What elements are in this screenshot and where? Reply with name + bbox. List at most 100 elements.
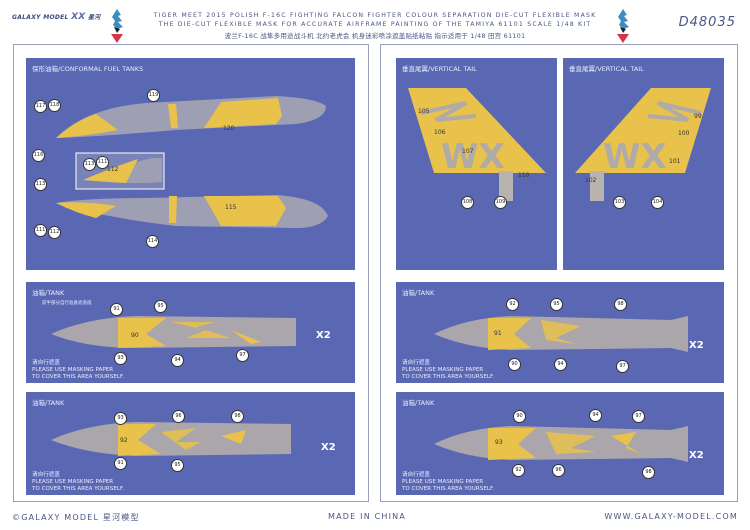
cft-panel: 保形油箱/CONFORMAL FUEL TANKS 120 115 112 11… bbox=[26, 58, 355, 270]
callout-98: 98 bbox=[642, 466, 655, 479]
tank4-drawing bbox=[434, 426, 688, 462]
label-102: 102 bbox=[585, 177, 597, 184]
callout-97: 97 bbox=[616, 360, 629, 373]
tail-right-panel: 垂直尾翼/VERTICAL TAIL WX 99 100 101 102 103… bbox=[563, 58, 724, 270]
tank4-mask-note: 请自行遮盖 PLEASE USE MASKING PAPER TO COVER … bbox=[402, 472, 494, 493]
mask-note-line2: TO COVER THIS AREA YOURSELF. bbox=[32, 486, 125, 492]
callout-113: 113 bbox=[34, 178, 47, 191]
callout-96: 96 bbox=[172, 410, 185, 423]
cft-drawing bbox=[56, 96, 328, 228]
callout-112: 112 bbox=[48, 226, 61, 239]
label-91: 91 bbox=[494, 330, 502, 337]
product-code: D48035 bbox=[678, 15, 736, 30]
title-line-3-cn: 波兰F-16C 战隼多用途战斗机 北约老虎会 机身迷彩喷涂遮盖贴纸粘贴 指示适用… bbox=[224, 32, 526, 40]
title-line-2: THE DIE-CUT FLEXIBLE MASK FOR ACCURATE A… bbox=[158, 21, 592, 28]
callout-97: 97 bbox=[236, 349, 249, 362]
callout-92: 92 bbox=[512, 464, 525, 477]
tank2-qty: X2 bbox=[321, 442, 336, 453]
callout-90: 90 bbox=[513, 410, 526, 423]
tank3-title: 油箱/TANK bbox=[402, 289, 435, 297]
tank3-qty: X2 bbox=[689, 340, 704, 351]
label-112-inset: 112 bbox=[107, 166, 119, 173]
tank3-panel: 油箱/TANK 91 92 95 98 90 94 97 请自行遮盖 PLEAS… bbox=[396, 282, 724, 383]
title-line-1: TIGER MEET 2015 POLISH F-16C FIGHTING FA… bbox=[153, 12, 597, 19]
brand-text: GALAXY MODEL bbox=[12, 14, 69, 21]
tail-left-letters: WX bbox=[441, 137, 505, 177]
footer-copyright: ©GALAXY MODEL 星河模型 bbox=[12, 513, 140, 522]
tank4-title: 油箱/TANK bbox=[402, 399, 435, 407]
tank2-title: 油箱/TANK bbox=[32, 399, 65, 407]
tiger-meet-emblem-icon-right bbox=[617, 9, 629, 43]
mask-note-cn: 请自行遮盖 bbox=[402, 472, 430, 478]
callout-94: 94 bbox=[589, 409, 602, 422]
brand-cn: 星河 bbox=[87, 14, 101, 21]
mask-note-cn: 请自行遮盖 bbox=[402, 360, 430, 366]
callout-114: 114 bbox=[146, 235, 159, 248]
label-93: 93 bbox=[495, 439, 503, 446]
mask-note-line2: TO COVER THIS AREA YOURSELF. bbox=[402, 486, 495, 492]
tail-left-panel: 垂直尾翼/VERTICAL TAIL WX 105 106 107 110 10… bbox=[396, 58, 557, 270]
callout-90: 90 bbox=[508, 358, 521, 371]
mask-note-line1: PLEASE USE MASKING PAPER bbox=[402, 367, 484, 373]
callout-117: 117 bbox=[34, 100, 47, 113]
tank2-drawing bbox=[51, 422, 291, 456]
tank3-drawing bbox=[434, 316, 688, 352]
label-101: 101 bbox=[669, 158, 681, 165]
tail-left-drawing: WX bbox=[408, 88, 546, 201]
tank1-mask-note: 请自行遮盖 PLEASE USE MASKING PAPER TO COVER … bbox=[32, 360, 124, 381]
callout-94: 94 bbox=[554, 358, 567, 371]
callout-109: 109 bbox=[494, 196, 507, 209]
tail-right-title: 垂直尾翼/VERTICAL TAIL bbox=[569, 65, 644, 73]
label-105: 105 bbox=[418, 108, 430, 115]
callout-92: 92 bbox=[506, 298, 519, 311]
callout-111-inset: 111 bbox=[96, 156, 109, 169]
mask-note-cn: 请自行遮盖 bbox=[32, 472, 60, 478]
mask-note-line1: PLEASE USE MASKING PAPER bbox=[32, 367, 114, 373]
tank1-panel: 油箱/TANK 前半部分自行准备遮盖纸 90 91 95 93 94 97 请自… bbox=[26, 282, 355, 383]
footer-website[interactable]: WWW.GALAXY-MODEL.COM bbox=[604, 512, 738, 521]
callout-95: 95 bbox=[171, 459, 184, 472]
tail-right-letters: WX bbox=[603, 137, 667, 177]
label-115: 115 bbox=[225, 204, 237, 211]
callout-111: 111 bbox=[34, 224, 47, 237]
label-100: 100 bbox=[678, 130, 690, 137]
callout-113-inset: 113 bbox=[83, 158, 96, 171]
brand-logo: GALAXY MODEL XX 星河 bbox=[12, 12, 101, 22]
tank4-panel: 油箱/TANK 93 90 94 97 92 96 98 请自行遮盖 PLEAS… bbox=[396, 392, 724, 495]
label-106: 106 bbox=[434, 129, 446, 136]
callout-97: 97 bbox=[632, 410, 645, 423]
label-90: 90 bbox=[131, 332, 139, 339]
callout-108: 108 bbox=[461, 196, 474, 209]
callout-119: 119 bbox=[147, 89, 160, 102]
callout-104: 104 bbox=[651, 196, 664, 209]
callout-95: 95 bbox=[550, 298, 563, 311]
tiger-meet-emblem-icon bbox=[111, 9, 123, 43]
label-92: 92 bbox=[120, 437, 128, 444]
mask-note-cn: 请自行遮盖 bbox=[32, 360, 60, 366]
tank2-panel: 油箱/TANK 92 93 96 98 91 95 请自行遮盖 PLEASE U… bbox=[26, 392, 355, 495]
callout-98: 98 bbox=[231, 410, 244, 423]
callout-116: 116 bbox=[32, 149, 45, 162]
callout-98: 98 bbox=[614, 298, 627, 311]
tail-left-title: 垂直尾翼/VERTICAL TAIL bbox=[402, 65, 477, 73]
tank4-qty: X2 bbox=[689, 450, 704, 461]
footer-made-in: MADE IN CHINA bbox=[328, 512, 407, 521]
callout-91: 91 bbox=[114, 457, 127, 470]
brand-mark: XX bbox=[71, 12, 86, 22]
label-107: 107 bbox=[462, 148, 474, 155]
mask-note-line1: PLEASE USE MASKING PAPER bbox=[402, 479, 484, 485]
callout-91: 91 bbox=[110, 303, 123, 316]
callout-95: 95 bbox=[154, 300, 167, 313]
tank1-title: 油箱/TANK bbox=[32, 289, 65, 297]
callout-103: 103 bbox=[613, 196, 626, 209]
callout-94: 94 bbox=[171, 354, 184, 367]
tank1-drawing bbox=[51, 316, 296, 348]
callout-96: 96 bbox=[552, 464, 565, 477]
tail-right-drawing: WX bbox=[575, 88, 711, 201]
mask-note-line2: TO COVER THIS AREA YOURSELF. bbox=[402, 374, 495, 380]
callout-118: 118 bbox=[48, 99, 61, 112]
mask-note-line1: PLEASE USE MASKING PAPER bbox=[32, 479, 114, 485]
cft-title: 保形油箱/CONFORMAL FUEL TANKS bbox=[32, 65, 144, 73]
mask-note-line2: TO COVER THIS AREA YOURSELF. bbox=[32, 374, 125, 380]
tank2-mask-note: 请自行遮盖 PLEASE USE MASKING PAPER TO COVER … bbox=[32, 472, 124, 493]
